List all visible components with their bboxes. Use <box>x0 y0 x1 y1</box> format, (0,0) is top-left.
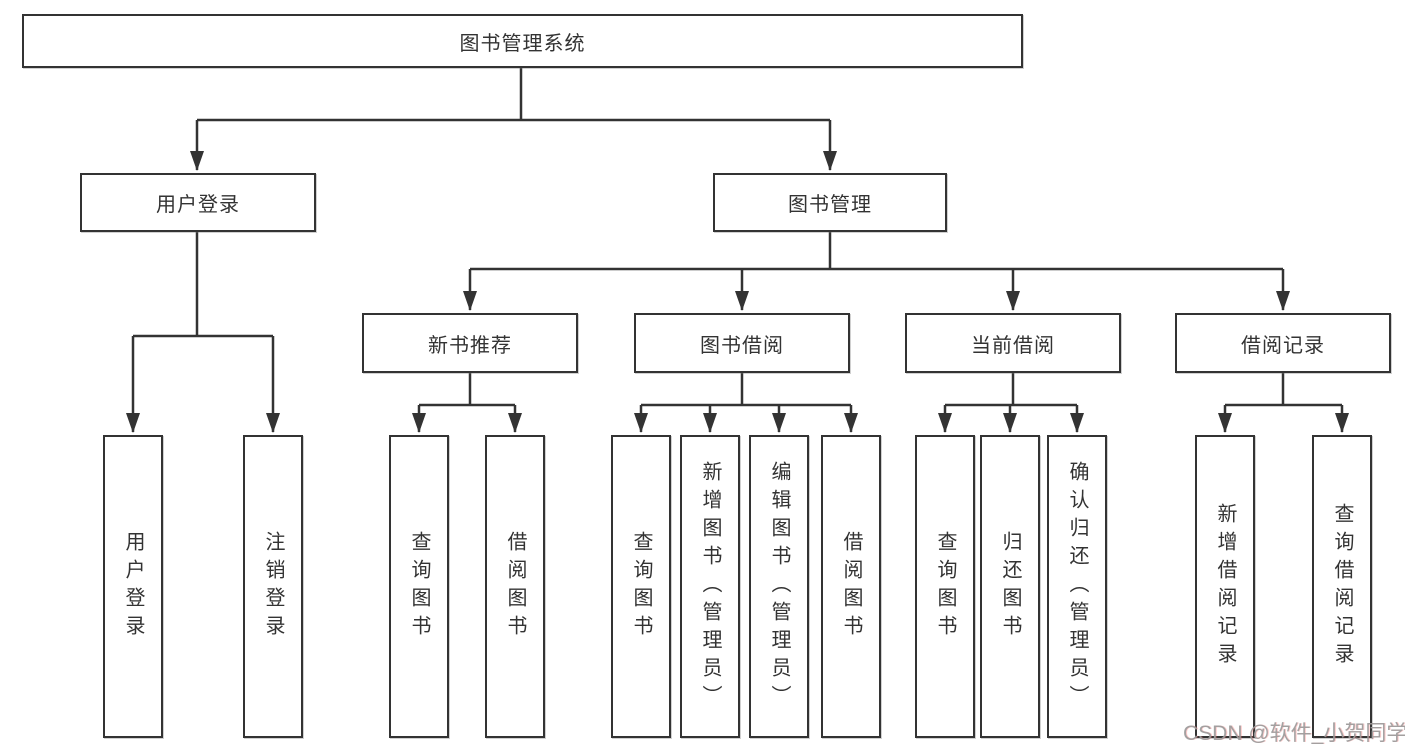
csdn-watermark: CSDN @软件_小贺同学 <box>1183 722 1405 745</box>
leaf-logout: 注销登录 <box>243 435 303 738</box>
leaf-newbook-borrow-label: 借阅图书 <box>504 530 526 643</box>
leaf-borrow-query-label: 查询图书 <box>630 530 652 643</box>
node-new-book-recommend: 新书推荐 <box>362 313 578 373</box>
leaf-borrow-add-admin: 新增图书（管理员） <box>680 435 740 738</box>
node-book-borrow-label: 图书借阅 <box>700 334 784 357</box>
node-current-borrow: 当前借阅 <box>905 313 1121 373</box>
leaf-newbook-query: 查询图书 <box>389 435 449 738</box>
leaf-record-query-label: 查询借阅记录 <box>1331 502 1353 671</box>
node-borrow-record: 借阅记录 <box>1175 313 1391 373</box>
leaf-logout-label: 注销登录 <box>262 530 284 643</box>
leaf-borrow-edit-admin: 编辑图书（管理员） <box>749 435 809 738</box>
leaf-current-return-label: 归还图书 <box>999 530 1021 643</box>
leaf-record-query: 查询借阅记录 <box>1312 435 1372 738</box>
node-user-login-label: 用户登录 <box>156 194 240 216</box>
leaf-borrow-book: 借阅图书 <box>821 435 881 738</box>
node-new-book-recommend-label: 新书推荐 <box>428 334 512 357</box>
leaf-current-confirm-admin-label: 确认归还（管理员） <box>1066 460 1088 713</box>
node-book-borrow: 图书借阅 <box>634 313 850 373</box>
leaf-borrow-add-admin-label: 新增图书（管理员） <box>699 460 721 713</box>
leaf-record-add-label: 新增借阅记录 <box>1214 502 1236 671</box>
node-book-management-label: 图书管理 <box>788 194 872 216</box>
leaf-borrow-query: 查询图书 <box>611 435 671 738</box>
node-root: 图书管理系统 <box>22 14 1023 68</box>
leaf-newbook-query-label: 查询图书 <box>408 530 430 643</box>
node-user-login: 用户登录 <box>80 173 316 232</box>
leaf-newbook-borrow: 借阅图书 <box>485 435 545 738</box>
leaf-current-query: 查询图书 <box>915 435 975 738</box>
node-root-label: 图书管理系统 <box>459 32 586 55</box>
leaf-user-login: 用户登录 <box>103 435 163 738</box>
leaf-current-return: 归还图书 <box>980 435 1040 738</box>
node-current-borrow-label: 当前借阅 <box>971 334 1055 357</box>
leaf-current-query-label: 查询图书 <box>934 530 956 643</box>
leaf-user-login-label: 用户登录 <box>122 530 144 643</box>
leaf-borrow-book-label: 借阅图书 <box>840 530 862 643</box>
leaf-borrow-edit-admin-label: 编辑图书（管理员） <box>768 460 790 713</box>
node-borrow-record-label: 借阅记录 <box>1241 334 1325 357</box>
leaf-record-add: 新增借阅记录 <box>1195 435 1255 738</box>
node-book-management: 图书管理 <box>713 173 947 232</box>
leaf-current-confirm-admin: 确认归还（管理员） <box>1047 435 1107 738</box>
